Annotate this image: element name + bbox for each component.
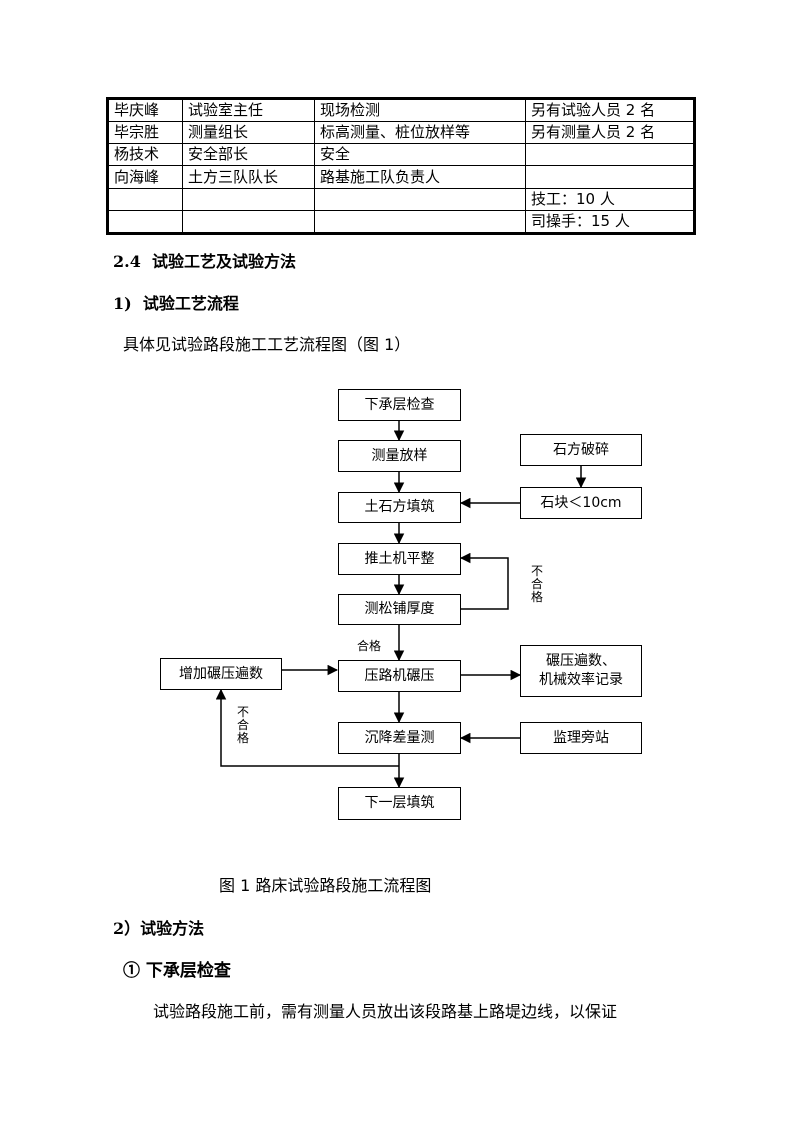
table-cell: 向海峰 (107, 165, 183, 189)
subsection-title: 试验方法 (140, 919, 205, 938)
flow-step-base-check: 下承层检查 (338, 389, 461, 421)
body-paragraph: 试验路段施工前，需有测量人员放出该段路基上路堤边线，以保证 (153, 1002, 618, 1021)
flow-step-measure-thickness: 测松铺厚度 (338, 594, 461, 625)
flow-step-settlement: 沉降差量测 (338, 722, 461, 754)
records-line-2: 机械效率记录 (539, 672, 623, 688)
table-cell: 试验室主任 (182, 97, 315, 123)
label-char: 不 (530, 564, 543, 578)
subsection-heading-1: 1) 试验工艺流程 (113, 290, 239, 314)
flow-box-add-passes: 增加碾压遍数 (160, 658, 282, 690)
table-cell (107, 209, 183, 235)
circled-number: ① (123, 961, 140, 981)
flow-step-fill: 土石方填筑 (338, 492, 461, 523)
section-heading-2-4: 2.4 试验工艺及试验方法 (113, 248, 296, 272)
label-char: 格 (530, 590, 543, 604)
subsection-number: 2） (113, 919, 141, 938)
label-char: 格 (236, 731, 249, 745)
table-row: 毕庆峰 试验室主任 现场检测 另有试验人员 2 名 (107, 97, 695, 123)
flow-step-bulldozer: 推土机平整 (338, 543, 461, 575)
flow-box-records: 碾压遍数、 机械效率记录 (520, 645, 642, 697)
loop-arrow-line (459, 552, 509, 610)
records-line-1: 碾压遍数、 (546, 653, 616, 669)
intro-text: 具体见试验路段施工工艺流程图（图 1） (123, 335, 411, 354)
label-char: 合 (530, 577, 543, 591)
flow-box-rock-size: 石块＜10cm (520, 487, 642, 519)
subsection-heading-2-1: ① 下承层检查 (123, 956, 231, 981)
flow-step-next-layer: 下一层填筑 (338, 787, 461, 820)
flow-box-supervisor: 监理旁站 (520, 722, 642, 754)
label-char: 不 (236, 705, 249, 719)
table-row: 司操手：15 人 (107, 209, 695, 235)
table-cell (314, 209, 526, 235)
table-row: 毕宗胜 测量组长 标高测量、桩位放样等 另有测量人员 2 名 (107, 121, 695, 145)
flow-step-survey: 测量放样 (338, 440, 461, 472)
flow-step-roller: 压路机碾压 (338, 660, 461, 692)
table-row: 技工：10 人 (107, 187, 695, 211)
subsection-heading-2: 2）试验方法 (113, 915, 204, 939)
section-number: 2.4 (113, 252, 141, 271)
table-cell: 另有测量人员 2 名 (525, 121, 695, 145)
table-cell: 技工：10 人 (525, 187, 695, 211)
flow-box-rock-break: 石方破碎 (520, 434, 642, 466)
table-row: 杨技术 安全部长 安全 (107, 143, 695, 167)
subsection-title: 试验工艺流程 (142, 294, 239, 313)
pass-label: 合格 (357, 639, 382, 653)
table-cell: 标高测量、桩位放样等 (314, 121, 526, 145)
fail-label-bottom: 不 合 格 (236, 706, 250, 745)
table-cell: 土方三队队长 (182, 165, 315, 189)
table-row: 向海峰 土方三队队长 路基施工队负责人 (107, 165, 695, 189)
section-title: 试验工艺及试验方法 (151, 252, 296, 271)
table-cell: 司操手：15 人 (525, 209, 695, 235)
table-cell: 另有试验人员 2 名 (525, 97, 695, 123)
table-cell: 毕庆峰 (107, 97, 183, 123)
fail-label-top: 不 合 格 (530, 565, 544, 604)
table-cell (182, 209, 315, 235)
loop-arrow-line (215, 688, 399, 767)
staff-table: 毕庆峰 试验室主任 现场检测 另有试验人员 2 名 毕宗胜 测量组长 标高测量、… (106, 97, 696, 235)
subsection-number: 1) (113, 294, 132, 313)
subsection-title: 下承层检查 (145, 961, 231, 981)
label-char: 合 (236, 718, 249, 732)
figure-caption: 图 1 路床试验路段施工流程图 (219, 876, 432, 895)
flowchart-connectors (215, 421, 587, 789)
